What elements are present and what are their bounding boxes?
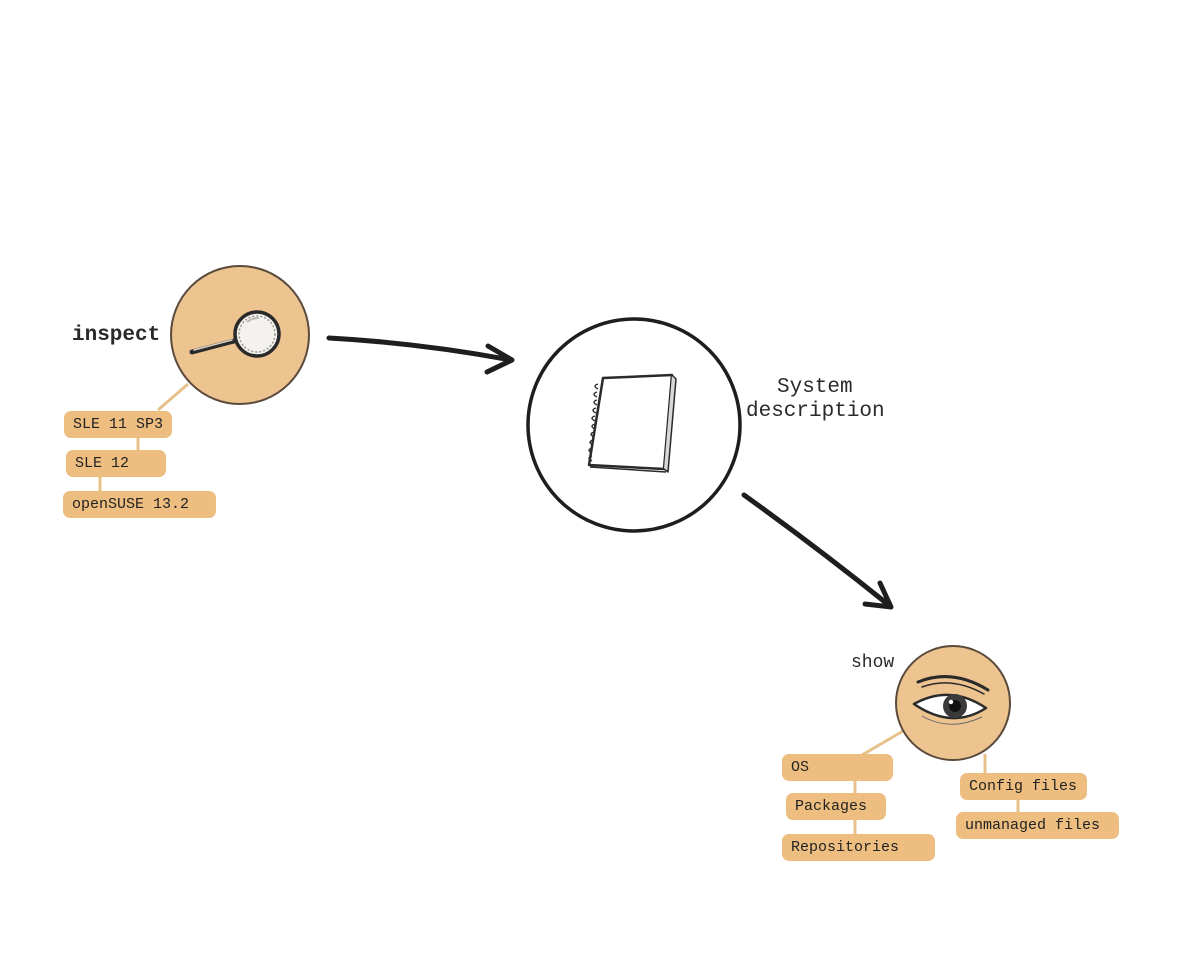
show-connectors — [853, 729, 1020, 835]
inspect-label: inspect — [72, 324, 161, 347]
show-label: show — [851, 653, 895, 673]
show-tag-unmanaged-files: unmanaged files — [956, 812, 1119, 839]
show-tag-os: OS — [782, 754, 893, 781]
notebook-icon — [587, 373, 677, 473]
inspect-tag-sle11sp3: SLE 11 SP3 — [64, 411, 172, 438]
arrow-to-show — [741, 492, 894, 610]
eye-icon — [912, 675, 990, 725]
description-label-line2: description — [746, 400, 885, 423]
magnifying-glass-icon — [189, 310, 281, 358]
inspect-tag-sle12: SLE 12 — [66, 450, 166, 477]
show-tag-packages: Packages — [786, 793, 886, 820]
inspect-tag-opensuse132: openSUSE 13.2 — [63, 491, 216, 518]
show-tag-config-files: Config files — [960, 773, 1087, 800]
description-label-line1: System — [777, 376, 853, 399]
arrow-to-description — [326, 335, 515, 375]
show-tag-repositories: Repositories — [782, 834, 935, 861]
inspect-connectors — [98, 382, 189, 492]
